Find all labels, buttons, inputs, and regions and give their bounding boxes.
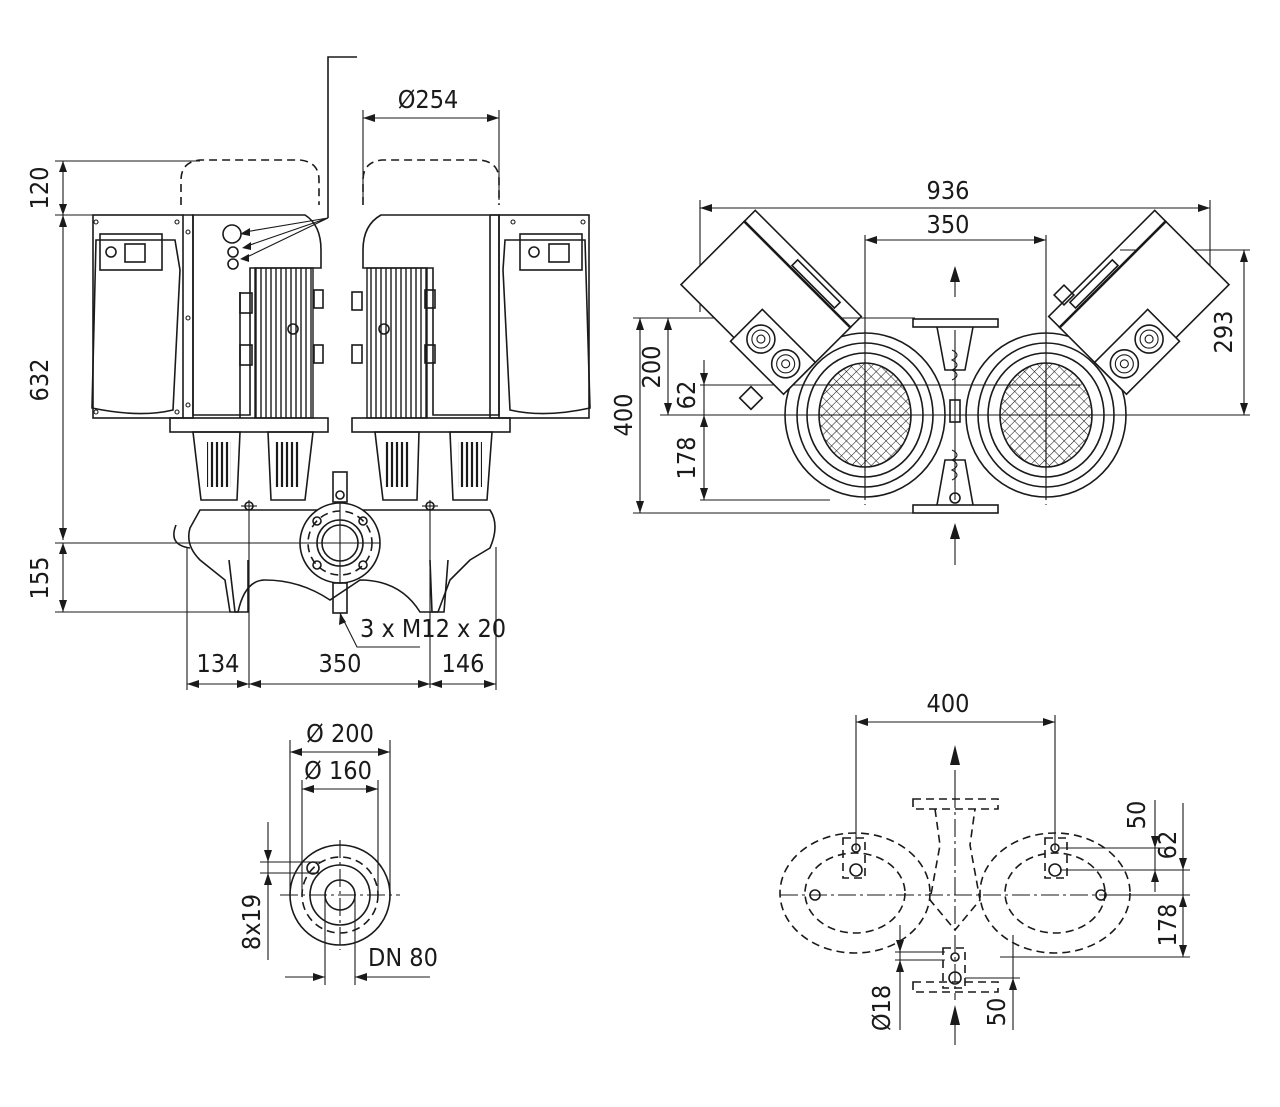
dim-overall-width: 936 [927, 176, 970, 205]
dim-mounting-thread: 3 x M12 x 20 [360, 614, 506, 643]
dim-hole-diameter: Ø18 [867, 985, 896, 1031]
base-view [779, 715, 1190, 1045]
dim-foot-spacing-front: 350 [319, 649, 362, 678]
dim-nominal-diameter: DN 80 [368, 943, 438, 972]
dim-axis-to-foot: 178 [1153, 904, 1182, 947]
dim-hole-offset-top: 50 [1122, 801, 1151, 830]
dim-removal-height: 120 [25, 167, 54, 210]
dim-module-depth: 293 [1209, 311, 1238, 354]
dim-base-axis-offset: 62 [1153, 831, 1182, 860]
dim-overall-depth: 400 [609, 394, 638, 437]
dim-base-foot-spacing: 400 [927, 689, 970, 718]
dim-axis-to-outlet: 178 [672, 437, 701, 480]
dim-right-offset: 146 [442, 649, 485, 678]
dim-motor-height: 632 [25, 359, 54, 402]
dim-axis-spacing: 350 [927, 210, 970, 239]
dim-axis-offset-top: 62 [672, 381, 701, 410]
top-view [633, 200, 1250, 565]
dim-left-offset: 134 [197, 649, 240, 678]
dim-pipe-center-height: 155 [25, 557, 54, 600]
front-view [55, 56, 591, 690]
dim-hole-offset-bottom: 50 [982, 998, 1011, 1027]
dim-flange-outer: Ø 200 [306, 719, 374, 748]
dim-bolt-holes: 8x19 [237, 894, 266, 950]
dim-motor-diameter: Ø254 [398, 85, 459, 114]
dim-bolt-circle: Ø 160 [304, 756, 372, 785]
flange-view [260, 740, 430, 985]
dim-inlet-to-axis: 200 [637, 346, 666, 389]
